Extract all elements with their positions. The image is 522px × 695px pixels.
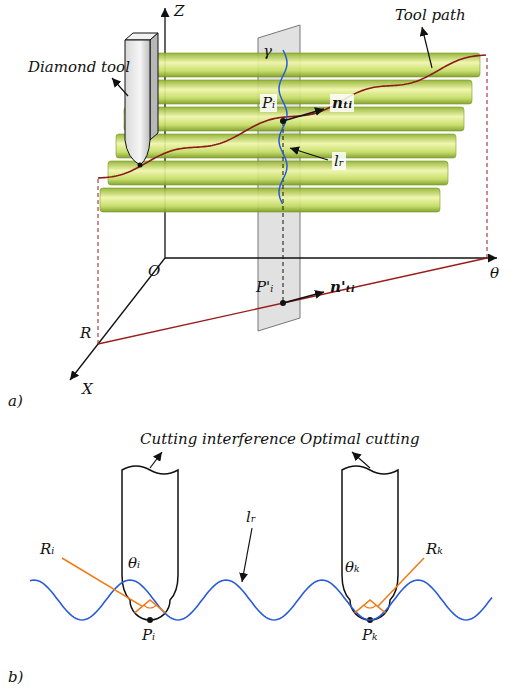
axis-label: X — [82, 380, 93, 398]
axis-label: θ — [490, 264, 499, 282]
curve-label: lᵣ — [246, 508, 256, 526]
surface-ridge — [132, 80, 472, 104]
caption-label: Cutting interference — [140, 430, 296, 448]
radius-label: Rᵢ — [40, 540, 54, 558]
tool-label: Diamond tool — [28, 58, 130, 76]
cutting-tool — [342, 466, 398, 623]
surface-profile — [30, 580, 492, 620]
curve-label: lᵣ — [332, 152, 346, 170]
surface-ridge — [124, 107, 464, 131]
leader-arrow — [150, 452, 162, 468]
leader-arrow — [352, 452, 370, 468]
projection-line — [98, 258, 487, 344]
leader-arrow — [242, 528, 252, 582]
path-label: Tool path — [395, 6, 466, 24]
vector-label: nₜᵢ — [330, 94, 354, 112]
dashed-line — [283, 122, 284, 303]
surface-ridge — [100, 188, 440, 212]
vector-label: n'ₜᵢ — [330, 278, 355, 296]
tools-b — [122, 466, 398, 623]
leader-arrow — [290, 148, 328, 160]
diamond-tool — [125, 33, 158, 168]
axis-label: Z — [174, 2, 184, 20]
normal-vector — [283, 292, 324, 303]
panel-label: b) — [8, 668, 23, 686]
x-axis — [70, 258, 165, 380]
dashed-line — [98, 178, 99, 344]
point-label: P'ᵢ — [256, 278, 273, 296]
section-curve — [279, 50, 287, 204]
origin-label: O — [148, 262, 160, 280]
angle-marks — [62, 558, 424, 613]
surface-ridge — [116, 134, 456, 158]
caption-label: Optimal cutting — [300, 430, 420, 448]
point-label: Pₖ — [362, 626, 378, 644]
plane-label: γ — [263, 42, 272, 60]
angle-label: θₖ — [345, 558, 360, 576]
theta-axis — [165, 257, 497, 258]
panel-label: a) — [8, 392, 23, 410]
radius-label: Rₖ — [426, 540, 443, 558]
leader-arrow — [112, 78, 128, 96]
angle-label: θᵢ — [128, 554, 140, 572]
point-label: Pᵢ — [260, 94, 277, 112]
leader-arrow — [422, 27, 432, 68]
radius-label: R — [80, 324, 91, 342]
normal-vector — [283, 109, 324, 121]
z-axis — [164, 8, 165, 258]
surface-ridge — [108, 161, 448, 185]
point-label: Pᵢ — [142, 626, 155, 644]
dashed-line — [487, 55, 488, 258]
